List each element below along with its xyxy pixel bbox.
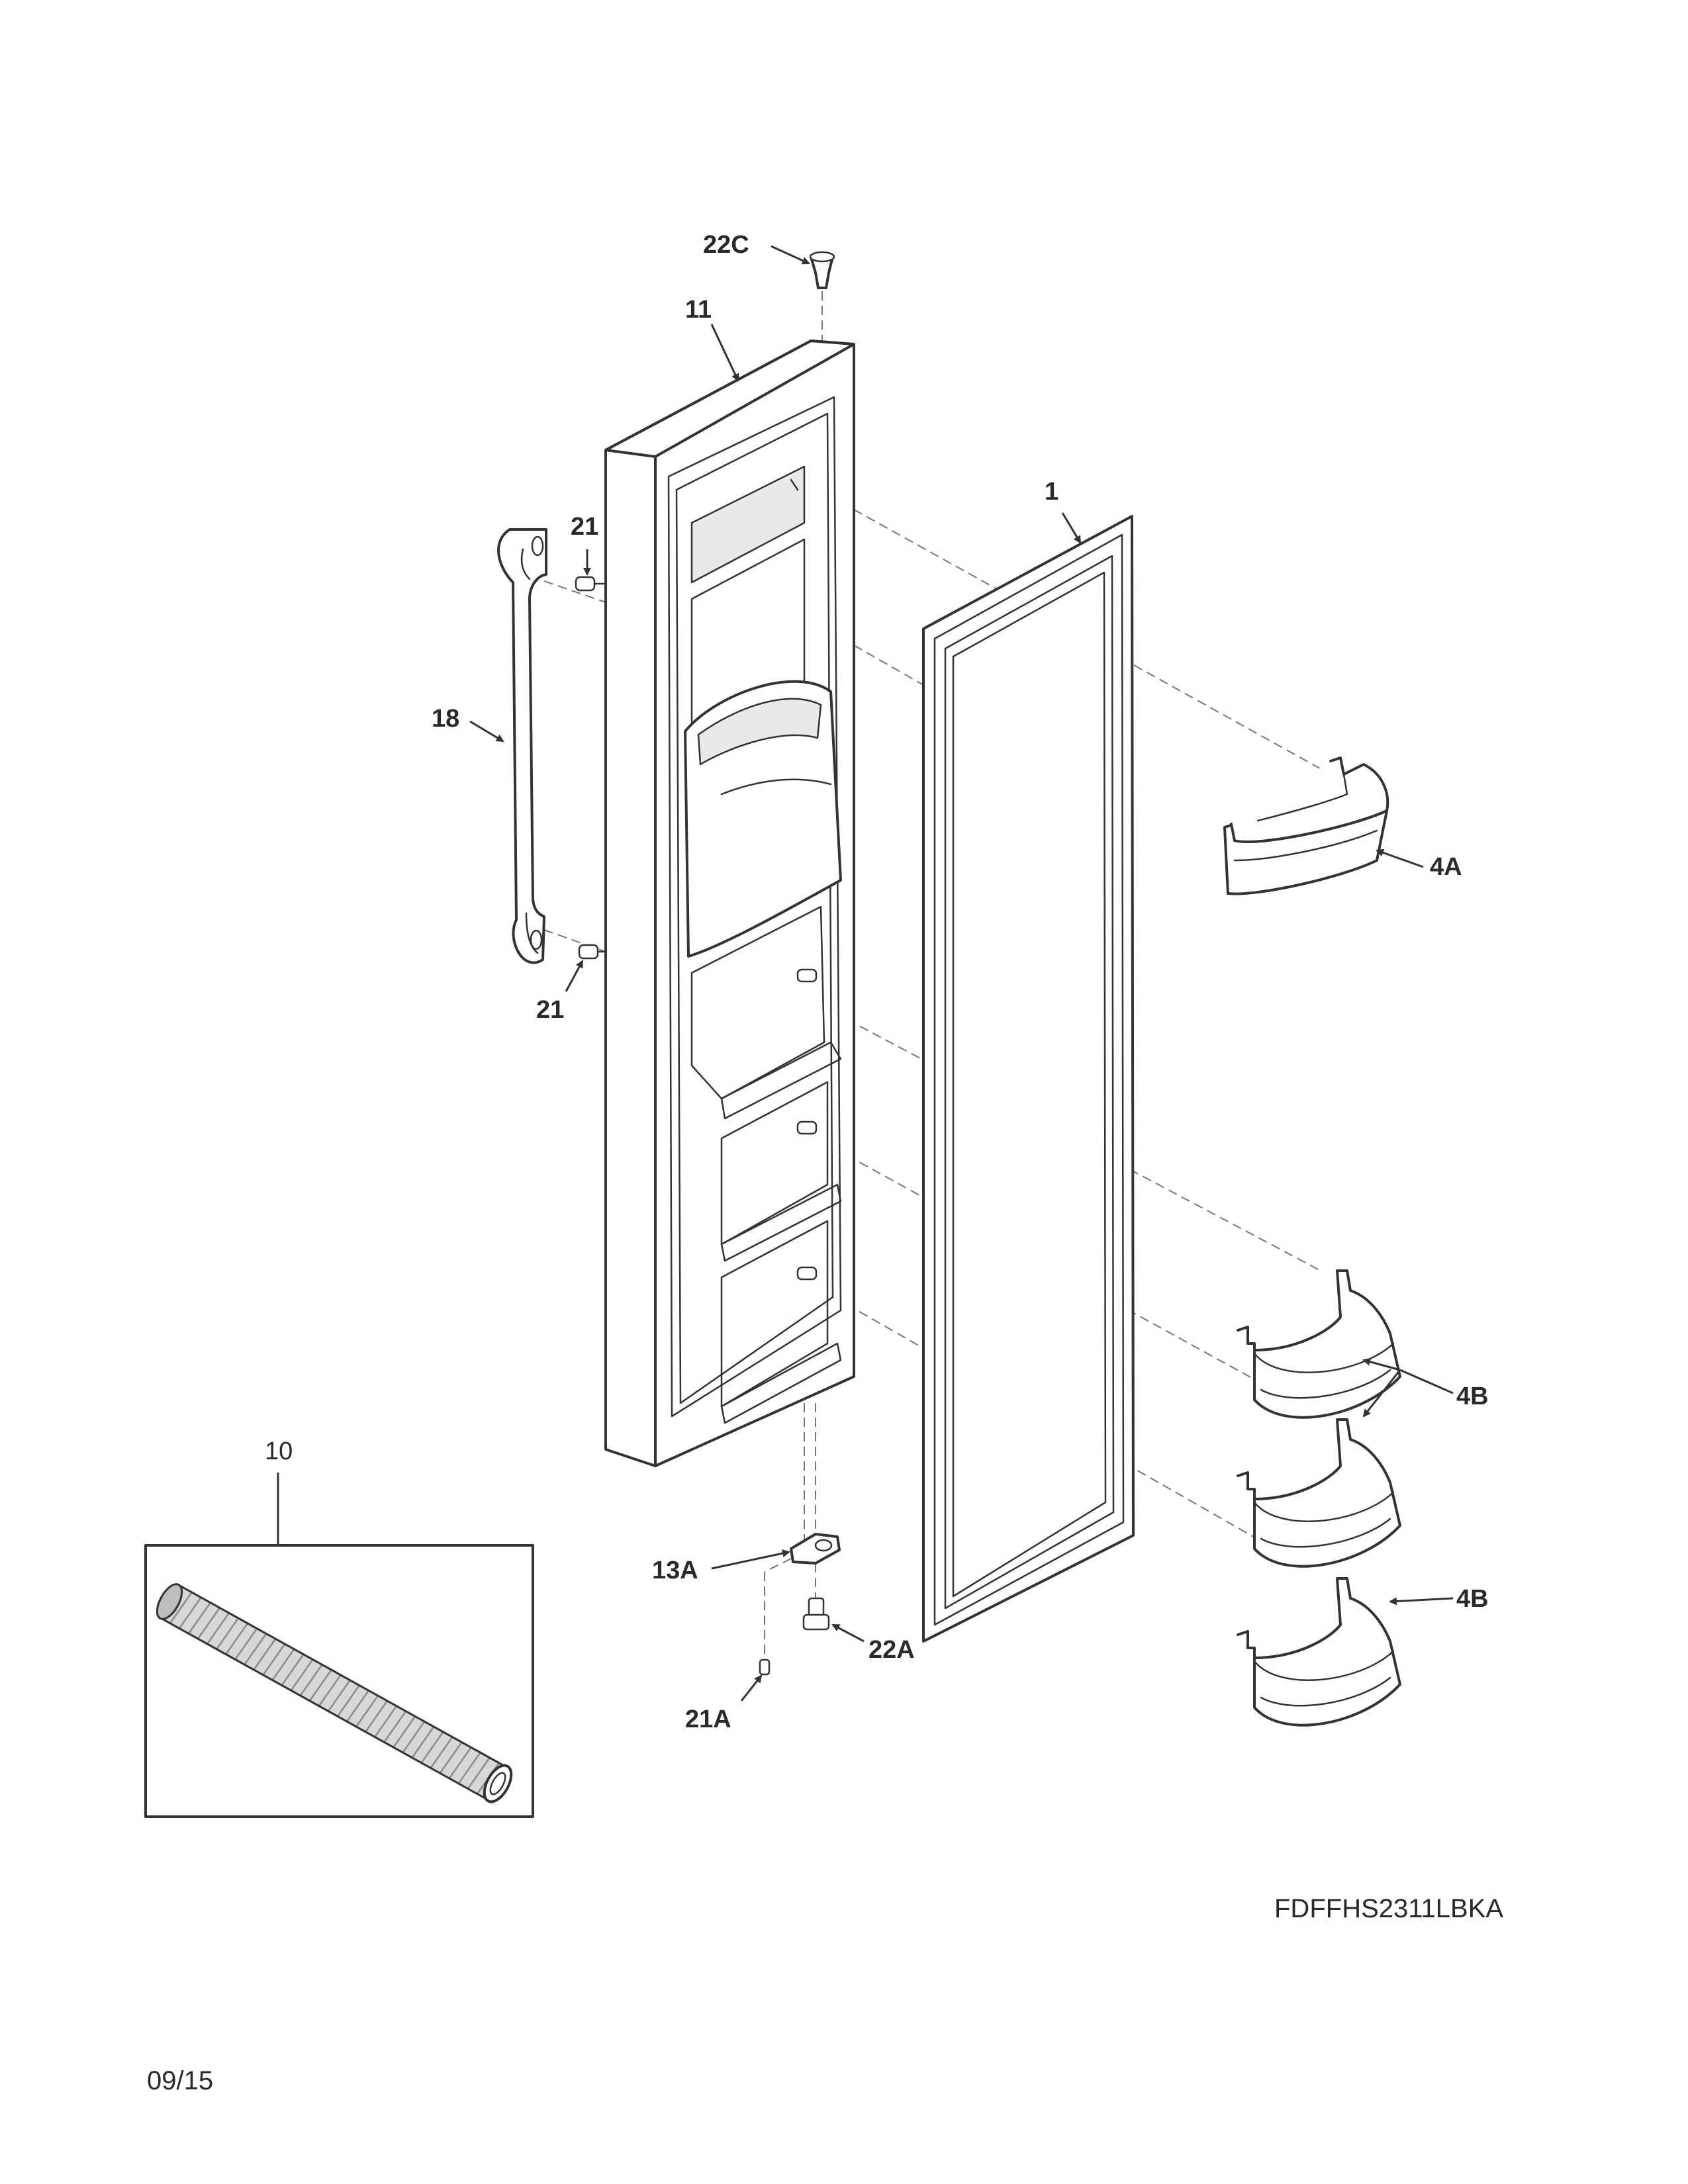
door-bin-4b-lower <box>1237 1577 1401 1727</box>
label-13a: 13A <box>652 1557 698 1584</box>
handle-screw-bottom <box>578 944 607 960</box>
door-liner <box>604 340 855 1467</box>
hinge-screw <box>759 1659 771 1676</box>
door-gasket <box>922 515 1135 1643</box>
bottom-hinge-bracket <box>790 1533 841 1565</box>
label-22a: 22A <box>868 1636 915 1664</box>
door-bin-4b-upper <box>1237 1269 1401 1419</box>
label-1: 1 <box>1045 478 1058 506</box>
label-4b-single: 4B <box>1456 1585 1489 1613</box>
water-tube-box <box>144 1544 534 1818</box>
door-handle <box>497 528 547 964</box>
alignment-lines <box>543 291 1331 1661</box>
model-number: FDFFHS2311LBKA <box>1274 1894 1504 1923</box>
callout-labels: 22C 11 1 21 18 21 4A 4B 4B 10 13A 22A 21… <box>265 231 1489 1733</box>
door-bin-4b-middle <box>1237 1418 1401 1568</box>
bottom-hinge-pin <box>802 1597 830 1631</box>
door-bin-4a <box>1223 756 1389 895</box>
revision-date: 09/15 <box>147 2066 214 2095</box>
label-18: 18 <box>432 705 459 733</box>
label-21-top: 21 <box>571 513 598 541</box>
label-21a: 21A <box>685 1706 731 1733</box>
label-21-bottom: 21 <box>536 996 564 1024</box>
label-11: 11 <box>685 296 712 324</box>
leader-lines <box>277 245 1454 1702</box>
label-4b-pair: 4B <box>1456 1383 1489 1410</box>
label-22c: 22C <box>703 231 749 259</box>
handle-screw-top <box>575 576 605 592</box>
top-hinge-bushing <box>809 251 835 289</box>
label-4a: 4A <box>1430 853 1462 881</box>
label-10: 10 <box>265 1437 293 1465</box>
